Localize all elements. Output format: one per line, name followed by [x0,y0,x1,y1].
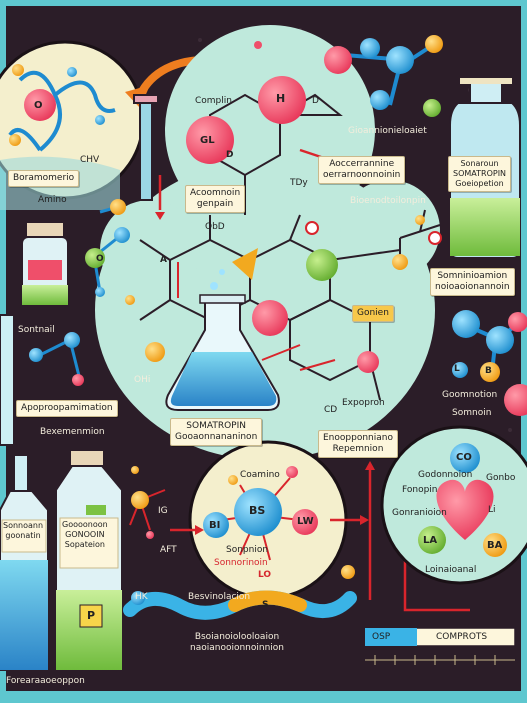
tube [139,99,153,201]
heart-label4: Li [488,505,496,515]
top-left-panel-label: Boramomerio [8,170,80,187]
vial-left [21,221,69,306]
progress-label: COMPROTS [436,632,488,642]
atom-h-label: H [276,93,286,104]
bottle-bottom-2 [55,449,123,671]
atom-lw [292,509,318,535]
atom-o-top-left [24,89,56,121]
heart-label5: Gonranioion [392,508,447,518]
right-side-label2: Somnoin [452,408,492,418]
a-label: A [160,255,167,265]
exoprroh-label: Expoproh [342,398,385,408]
center-bottom-label4: Sonnorinoin [214,558,268,568]
tdy-label: TDy [290,178,308,188]
center-bottom-label2: Sonpnion [226,545,269,555]
ohi-label: OHi [134,375,151,385]
heart-label6: Loinaioanal [425,565,477,575]
atom-gl [186,116,234,164]
flask [165,269,280,411]
apa-box: Apoproopamimation [16,400,118,417]
atom-bs [234,488,282,536]
atom-bi [203,512,229,538]
atom-gl-label: GL [200,135,215,146]
b-label: B [485,366,492,376]
cd-label: CD [324,405,338,415]
chain-s-label: S [262,600,269,610]
center-compound-label: Complin [195,96,232,106]
left-sub-label: Bexemenmion [40,427,105,437]
left-small-label: Sontnail [18,325,55,335]
atom-la-label: LA [423,535,438,546]
atom-green-center [306,249,338,281]
progress-bar [364,627,516,661]
obd-label: ObD [205,222,225,232]
gonin-tag: Gonien [352,305,394,322]
atom-red-center [252,300,288,336]
desmolacion-label: Besvinolacion [188,592,251,602]
chain-note: CHV [80,155,100,165]
bottom-left-caption: Forearaaoeoppon [6,676,85,686]
atom-ba-label: BA [487,540,503,551]
atom-bs-label: BS [249,505,266,516]
side-d-label: D [312,96,319,106]
bottle-bottom-1 [0,454,49,671]
aft-label: AFT [160,545,177,555]
bottle-left-tall [0,314,15,446]
bottom-bottle2-p: P [87,610,96,621]
ig-label: IG [158,506,168,516]
atom-bi-label: BI [209,520,221,531]
heart-label2: Gonbo [486,473,516,483]
top-left-molecule [8,70,116,152]
heart-label3: Fonopin [402,485,438,495]
center-bottom-label1: Coamino [240,470,280,480]
top-left-sub-label: Amino [38,195,67,205]
right-side-label1: Goomnotion [442,390,498,400]
bio-label: Bioenodtoilonpin [350,196,426,206]
l-label: L [454,364,460,374]
atom-yellow-small [12,64,24,76]
hk-label: HK [135,592,148,602]
atom-co-label: CO [456,452,472,463]
atom-h [258,76,306,124]
right-header-top: Gioannionieloaiet [348,126,427,136]
heart-label1: Godonnoion [418,470,473,480]
o-label: O [96,254,104,264]
atom-lw-label: LW [297,516,314,527]
heart-icon [436,479,494,540]
progress-start-label: OSP [372,632,391,642]
atom-o-label: O [34,100,43,111]
center-bottom-label3: LO [258,570,272,580]
atom-d-label: D [226,150,234,160]
